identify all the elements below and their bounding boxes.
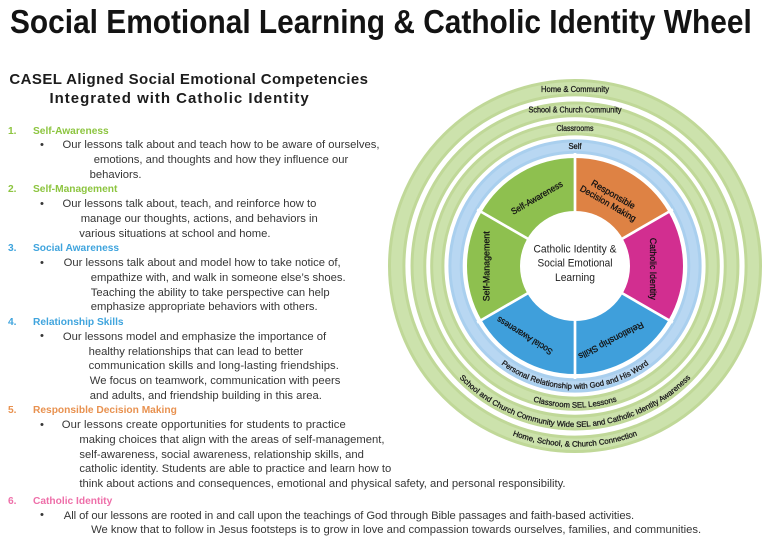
svg-text:Home & Community: Home & Community: [541, 85, 609, 94]
svg-text:Self-Management: Self-Management: [481, 231, 491, 301]
svg-text:Self: Self: [568, 142, 582, 151]
svg-text:School & Church Community: School & Church Community: [528, 106, 621, 115]
svg-text:Classrooms: Classrooms: [556, 124, 593, 133]
svg-text:Catholic Identity: Catholic Identity: [648, 238, 658, 300]
svg-text:Social Emotional: Social Emotional: [537, 258, 612, 270]
svg-text:Catholic Identity &: Catholic Identity &: [533, 243, 617, 255]
svg-text:Learning: Learning: [555, 272, 595, 284]
